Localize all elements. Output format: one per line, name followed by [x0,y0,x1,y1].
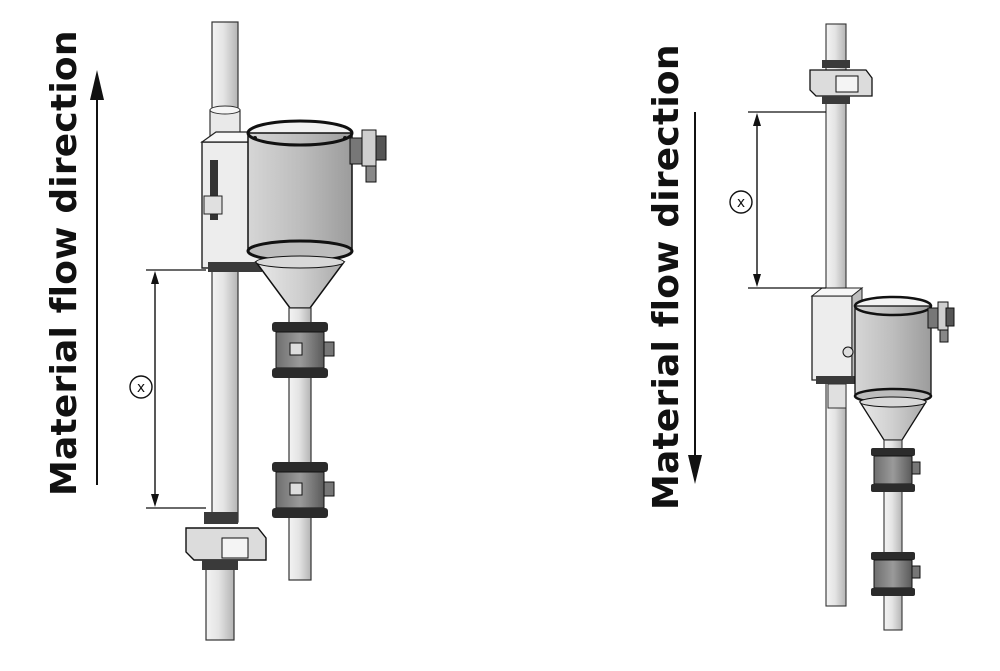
discharge-line [272,307,335,581]
receiver-drum [246,119,354,263]
dimension-marker-left: x [137,380,145,396]
left-panel: x [90,21,387,641]
flow-direction-label-right: Material flow direction [646,44,687,510]
solenoid-valve-cluster-right [927,301,955,343]
solenoid-valve-cluster [349,129,387,183]
right-panel: x [688,23,955,631]
butterfly-valve-lower-right [871,552,921,596]
butterfly-valve-upper [272,322,335,378]
discharge-cone [254,255,346,309]
butterfly-valve-upper-right [871,448,921,492]
dimension-x-left: x [129,269,206,509]
flow-arrow-up-icon [90,70,104,485]
dimension-marker-right: x [737,195,745,211]
flow-direction-label-left: Material flow direction [44,30,85,496]
flow-arrow-down-icon [688,112,702,484]
receiver-drum-right [853,295,933,405]
pipe-diverter-bottom [185,512,267,570]
butterfly-valve-lower [272,462,335,518]
dimension-x-right: x [729,111,826,289]
pipe-diverter-top [809,60,873,104]
discharge-cone-right [858,396,928,441]
discharge-line-right [871,439,921,631]
